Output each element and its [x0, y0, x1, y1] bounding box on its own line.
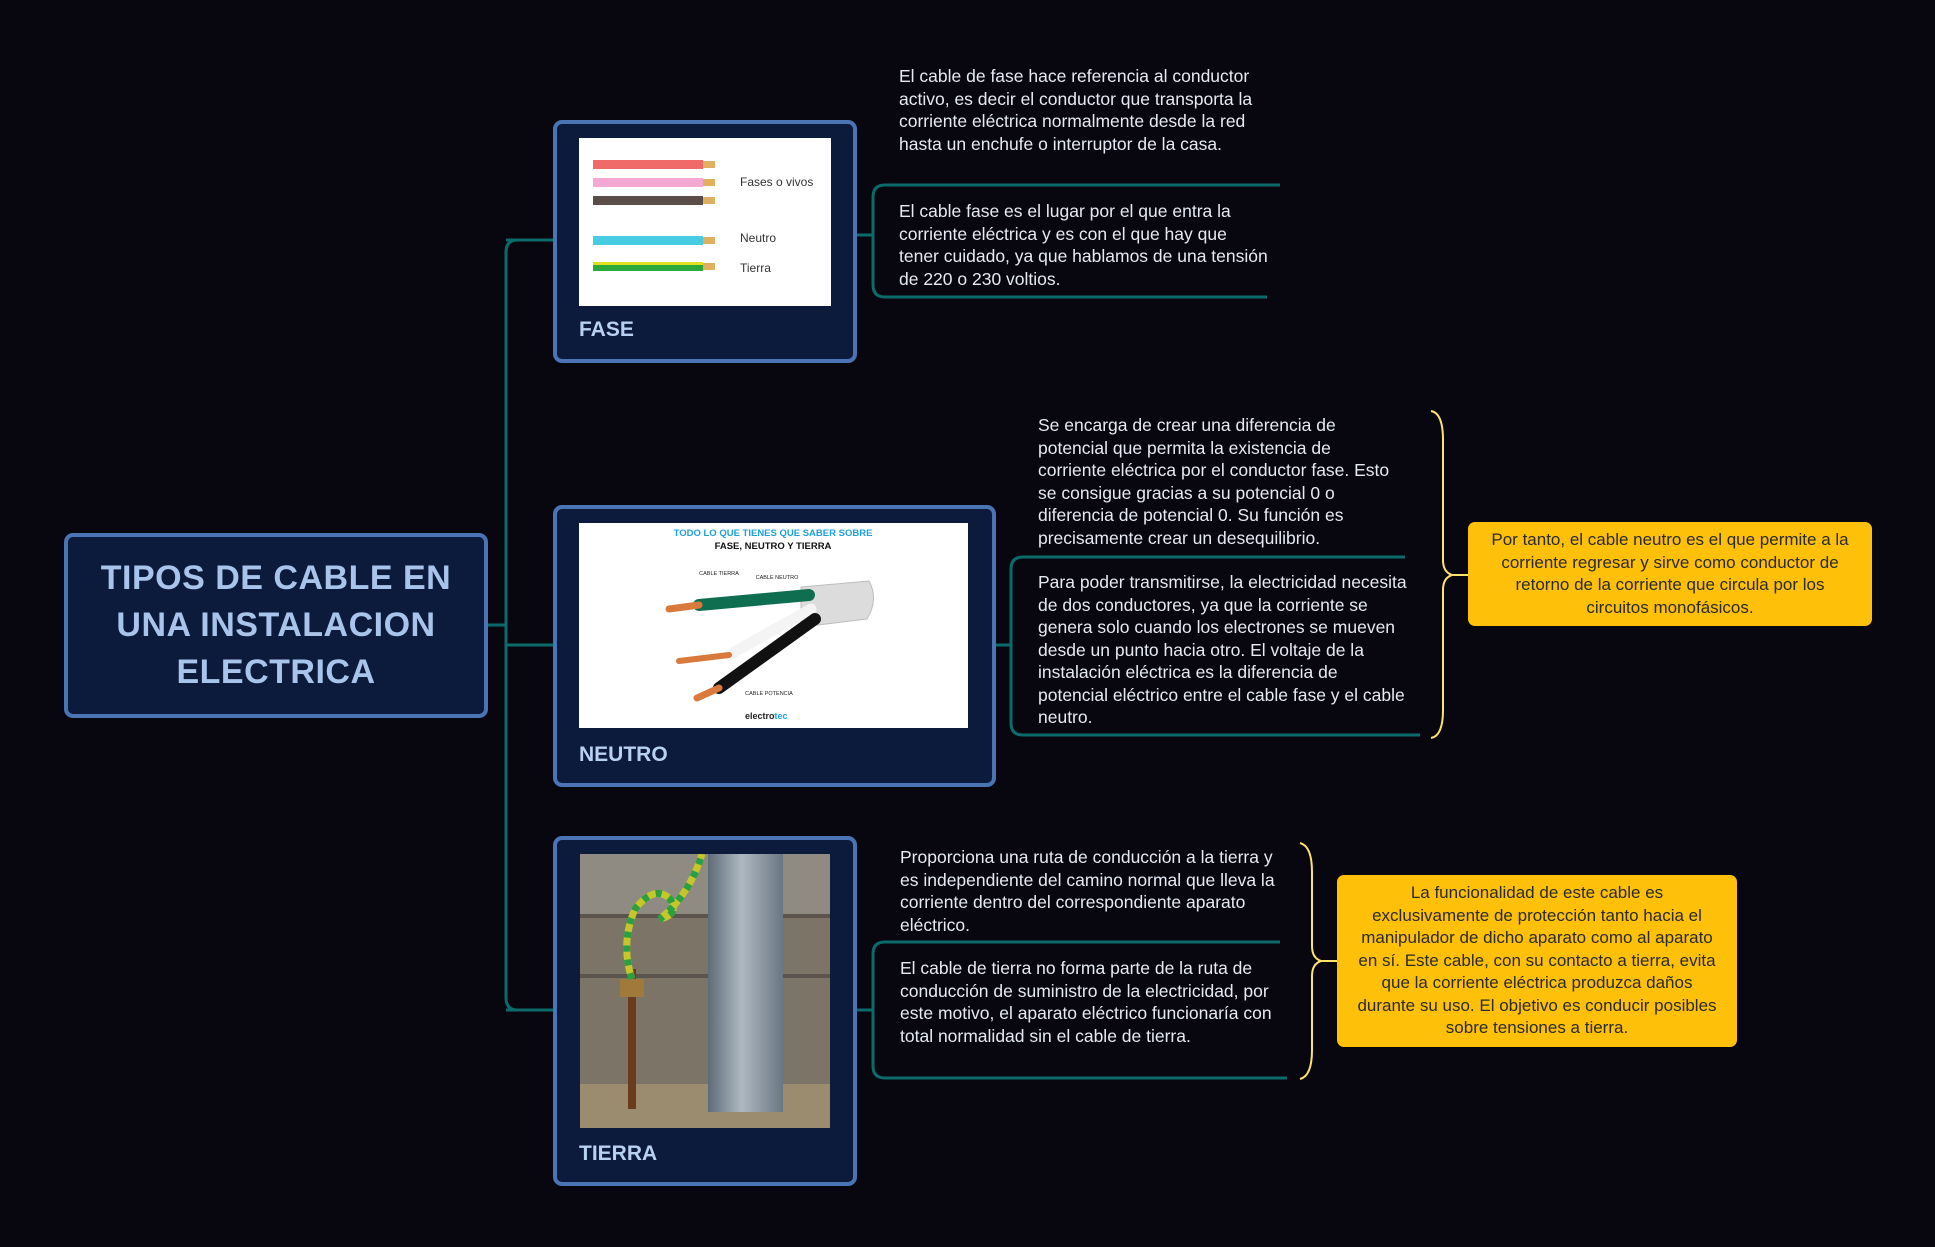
tierra-summary-callout[interactable]: La funcionalidad de este cable es exclus…	[1337, 875, 1737, 1047]
cutaway-title-line2: FASE, NEUTRO Y TIERRA	[715, 541, 832, 552]
fase-note-1[interactable]: El cable de fase hace referencia al cond…	[899, 66, 1253, 154]
cable-colors-image: Fases o vivos Neutro Tierra	[579, 138, 831, 306]
central-topic-title: TIPOS DE CABLE EN UNA INSTALACION ELECTR…	[100, 559, 452, 691]
neutro-note-2[interactable]: Para poder transmitirse, la electricidad…	[1038, 572, 1407, 727]
cutaway-title-line1: TODO LO QUE TIENES QUE SABER SOBRE	[674, 528, 873, 539]
topic-fase-label: FASE	[579, 318, 634, 341]
central-topic[interactable]: TIPOS DE CABLE EN UNA INSTALACION ELECTR…	[64, 533, 488, 718]
brand-logo: electrotec	[745, 711, 788, 721]
label-tierra: Tierra	[740, 261, 771, 275]
neutro-summary-text: Por tanto, el cable neutro es el que per…	[1491, 530, 1849, 617]
brand-logo-a: electro	[745, 711, 775, 721]
topic-neutro-label: NEUTRO	[579, 743, 668, 766]
wire-colors-diagram: Fases o vivos Neutro Tierra	[593, 160, 813, 275]
label-cable-neutro: CABLE NEUTRO	[756, 575, 800, 581]
brand-logo-b: tec	[775, 711, 788, 721]
tierra-note-1[interactable]: Proporciona una ruta de conducción a la …	[900, 847, 1275, 935]
label-cable-tierra: CABLE TIERRA	[699, 571, 739, 577]
label-neutro: Neutro	[740, 231, 776, 245]
neutro-summary-callout[interactable]: Por tanto, el cable neutro es el que per…	[1468, 522, 1872, 626]
fase-note-2[interactable]: El cable fase es el lugar por el que ent…	[899, 201, 1268, 289]
tierra-summary-text: La funcionalidad de este cable es exclus…	[1357, 883, 1717, 1038]
topic-tierra-label: TIERRA	[579, 1142, 658, 1165]
neutro-note-1[interactable]: Se encarga de crear una diferencia de po…	[1038, 415, 1390, 548]
label-fases-vivos: Fases o vivos	[740, 175, 813, 189]
topic-tierra[interactable]: TIERRA	[553, 836, 857, 1186]
ground-rod-photo	[580, 854, 830, 1128]
cable-cutaway-drawing: TODO LO QUE TIENES QUE SABER SOBRE FASE,…	[665, 528, 874, 721]
label-cable-potencia: CABLE POTENCIA	[745, 691, 793, 697]
topic-fase[interactable]: Fases o vivos Neutro Tierra FASE	[553, 120, 857, 363]
tierra-note-2[interactable]: El cable de tierra no forma parte de la …	[900, 958, 1272, 1046]
topic-neutro[interactable]: TODO LO QUE TIENES QUE SABER SOBRE FASE,…	[553, 505, 996, 787]
ground-rod-drawing	[580, 854, 830, 1128]
cable-cutaway-image: TODO LO QUE TIENES QUE SABER SOBRE FASE,…	[579, 523, 968, 728]
